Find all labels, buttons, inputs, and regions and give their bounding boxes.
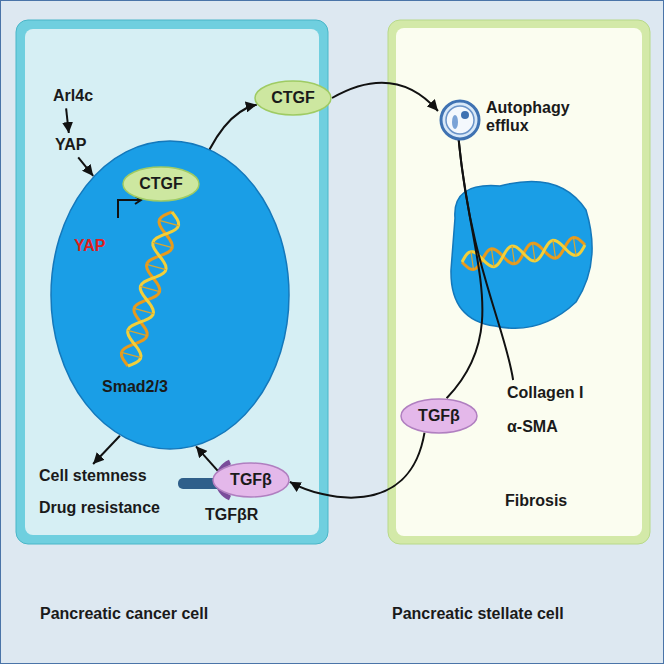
dna-rung [512, 246, 515, 264]
tgfb-ellipse: TGFβ [400, 398, 478, 434]
dna-strand [128, 212, 179, 366]
dna-rung [159, 220, 178, 225]
connector-arrow [93, 436, 120, 464]
dna-rung [122, 352, 141, 357]
dna-rung [140, 286, 159, 291]
cancer-cell-cytoplasm [25, 29, 319, 535]
node-text: YAP [55, 136, 86, 154]
node-text: CTGF [271, 89, 315, 107]
autophagy-label: Autophagy efflux [438, 96, 585, 139]
node-text: TGFβ [230, 471, 272, 489]
annotation-label: Fibrosis [505, 492, 567, 510]
protein-label: Arl4c [50, 84, 96, 108]
annotation-label: TGFβR [205, 506, 258, 524]
dna-rung [492, 249, 495, 267]
connector-arrow [290, 433, 425, 498]
stellate-cell-membrane [388, 20, 650, 544]
marker-label: Collagen I α-SMA [503, 380, 587, 441]
ellipse-fill [255, 81, 331, 115]
protein-label: YAP [52, 133, 89, 157]
dna-rung [553, 240, 556, 258]
node-text: CTGF [139, 175, 183, 193]
node-text: Arl4c [53, 87, 93, 105]
outcome-label: Cell stemnessDrug resistance [36, 464, 163, 521]
tgfb-ellipse: TGFβ [212, 462, 290, 498]
dna-rung [574, 238, 577, 256]
node-text: YAP [74, 237, 105, 255]
connector-arrow [332, 83, 438, 111]
connector-arrow [78, 157, 93, 176]
dna-rung [128, 330, 147, 335]
dna-rung [471, 252, 474, 270]
node-text: Pancreatic cancer cell [40, 605, 208, 623]
ellipse-fill [51, 141, 289, 449]
dna-rung [153, 242, 172, 247]
node-text: Smad2/3 [102, 378, 168, 396]
dna-rung [147, 264, 166, 269]
dna-rung [134, 308, 153, 313]
stellate-nucleus [451, 181, 592, 328]
node-text: Cell stemness [39, 467, 160, 485]
node-text: TGFβ [418, 407, 460, 425]
node-text: α-SMA [507, 418, 583, 436]
ctgf-ellipse: CTGF [254, 80, 332, 116]
autophagosome-icon [438, 98, 486, 146]
connector-arrow [459, 139, 513, 380]
node-text: Drug resistance [39, 499, 160, 517]
stellate-cell: Pancreatic stellate cellAutophagy efflux… [388, 20, 650, 544]
dna-helix [121, 212, 178, 366]
ctgf-ellipse: CTGF [122, 166, 200, 202]
dna-rung [533, 243, 536, 261]
ellipse-fill [213, 463, 289, 497]
cancer-cell-membrane [16, 20, 328, 544]
connector-arrow [66, 108, 69, 133]
connector-arrow [447, 139, 483, 399]
node-text: Pancreatic stellate cell [392, 605, 564, 623]
ellipse-fill [123, 167, 199, 201]
node-text: Autophagy efflux [486, 99, 582, 136]
transcription-arrow [118, 196, 141, 218]
connector-arrow [196, 446, 218, 470]
node-text: Collagen I [507, 384, 583, 402]
ellipse-fill [401, 399, 477, 433]
